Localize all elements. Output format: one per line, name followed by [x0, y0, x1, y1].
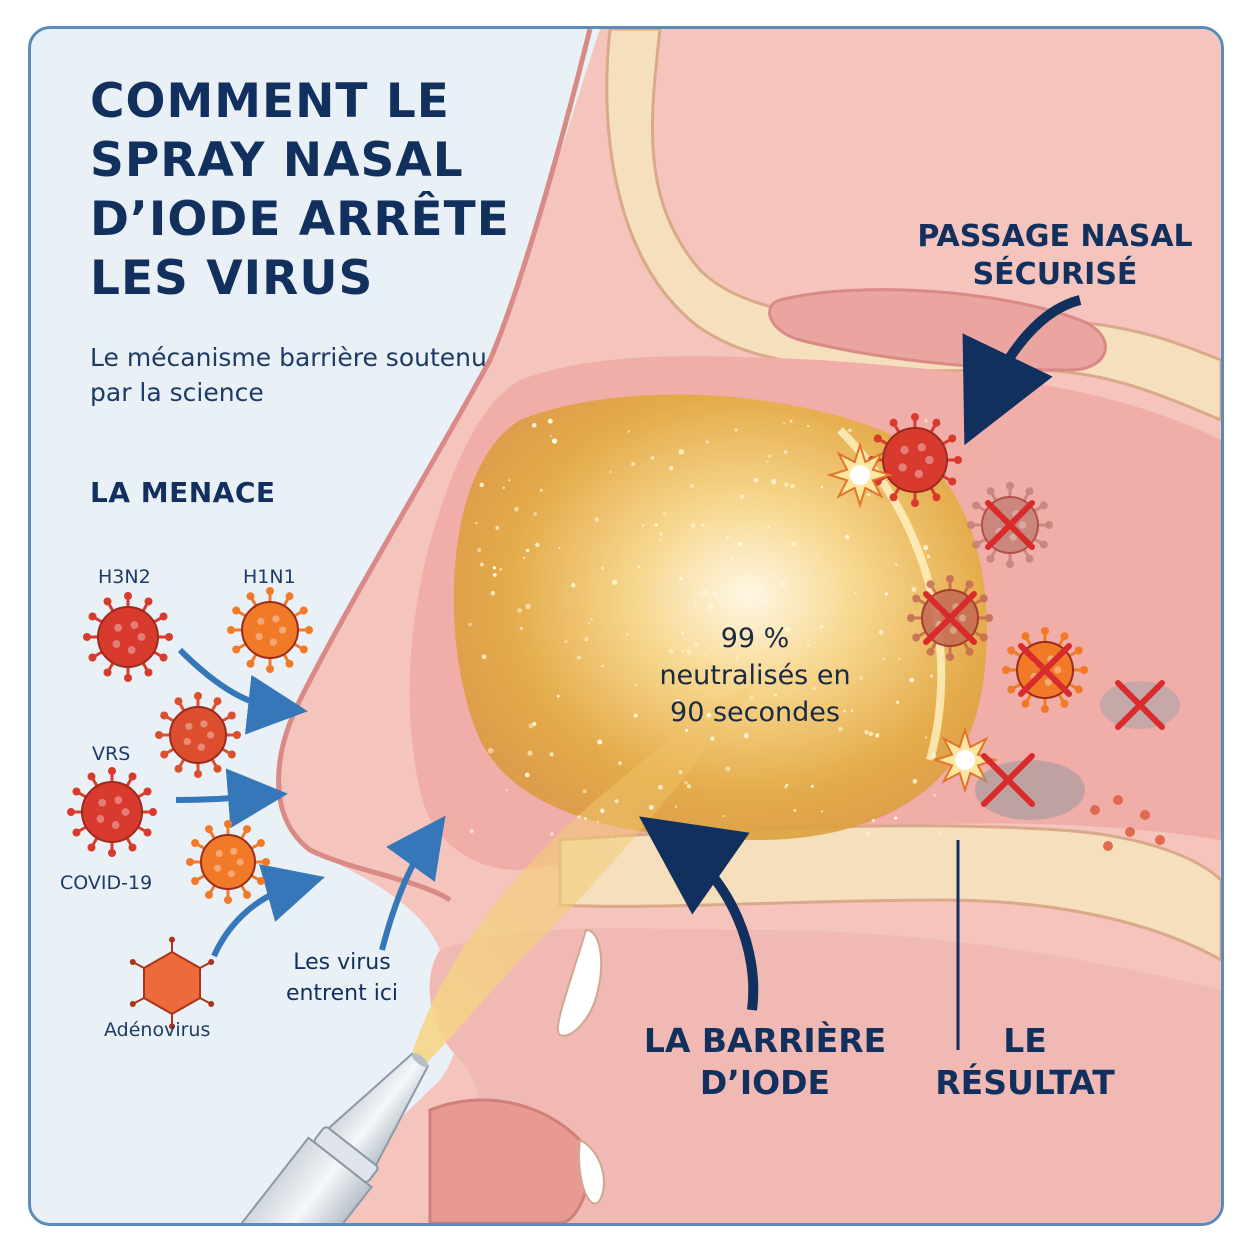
passage-label: PASSAGE NASAL SÉCURISÉ: [917, 219, 1193, 292]
tooth-upper: [556, 928, 603, 1037]
entry-arrow-4: [379, 815, 446, 951]
virus-label-adenovirus: Adénovirus: [104, 1019, 211, 1041]
virus-icon: [155, 692, 241, 778]
virus-red-icon: [868, 413, 962, 507]
debris-dot: [1155, 835, 1165, 845]
virus-h3n2-icon: [83, 592, 173, 682]
iodine-particles: [468, 418, 942, 841]
page-title: COMMENT LE SPRAY NASAL D’IODE ARRÊTE LES…: [90, 74, 510, 306]
virus-label-h3n2: H3N2: [98, 566, 151, 588]
cross-icon: [923, 591, 977, 645]
burst-icon: [826, 441, 894, 509]
nose-outline: [276, 29, 593, 903]
spray-nozzle: [233, 1052, 430, 1223]
result-label: LE RÉSULTAT: [935, 1021, 1115, 1102]
debris-dot: [1125, 827, 1135, 837]
spray-mist: [410, 680, 760, 1070]
passage-arrow: [962, 295, 1082, 446]
cross-icon: [981, 753, 1035, 807]
debris-dot: [1140, 810, 1150, 820]
virus-label-vrs: VRS: [92, 743, 131, 765]
debris-dot: [1090, 805, 1100, 815]
burst-icon: [931, 726, 999, 794]
threat-heading: LA MENACE: [90, 476, 276, 509]
barrier-arrow: [639, 816, 759, 1011]
adenovirus-icon: [129, 936, 215, 1030]
cross-icon: [1115, 680, 1165, 730]
barrier-label: LA BARRIÈRE D’IODE: [643, 1021, 887, 1102]
virus-vrs-icon: [67, 767, 157, 857]
virus-h1n1-icon: [227, 587, 313, 673]
cross-icon: [985, 500, 1035, 550]
threat-viruses: [67, 587, 313, 1030]
neutralized-viruses: [826, 413, 1180, 851]
tooth-lower: [578, 1138, 605, 1205]
efficacy-stat: 99 % neutralisés en 90 secondes: [620, 620, 890, 731]
virus-label-covid: COVID-19: [60, 872, 153, 894]
stat-line-3: 90 secondes: [670, 697, 840, 728]
debris-dot: [1103, 841, 1113, 851]
virus-covid-icon: [186, 820, 270, 904]
stat-percent: 99 %: [720, 623, 790, 654]
virus-label-h1n1: H1N1: [243, 566, 296, 588]
page-subtitle: Le mécanisme barrière soutenu par la sci…: [90, 343, 487, 407]
entry-label: Les virus entrent ici: [285, 950, 399, 1006]
entry-arrow-3: [211, 864, 325, 958]
cross-icon: [1018, 643, 1072, 697]
entry-arrow-2: [175, 768, 288, 829]
iodine-barrier-cloud: [453, 394, 987, 840]
stat-line-2: neutralisés en: [659, 660, 851, 691]
debris-dot: [1113, 795, 1123, 805]
lower-tissue: [429, 928, 1221, 1223]
entry-arrow-1: [177, 647, 308, 735]
